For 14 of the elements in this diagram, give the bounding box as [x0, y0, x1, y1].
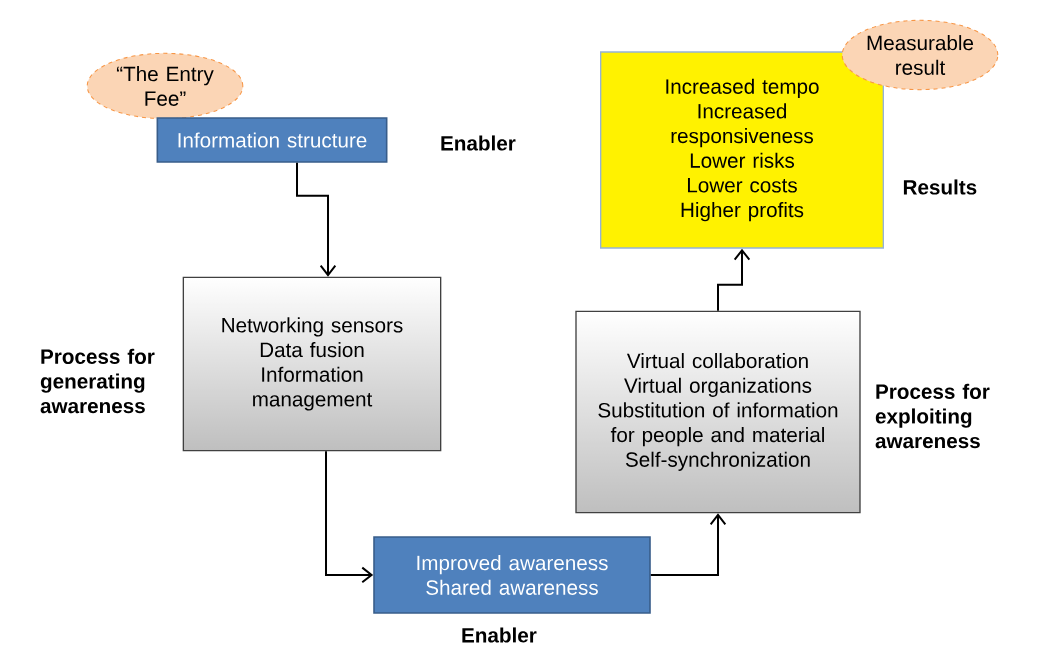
arrow [717, 248, 751, 312]
results-box: Increased tempo Increased responsiveness Lower risks Lower costs Higher profits [600, 51, 884, 249]
side-label: Process for exploiting awareness [875, 383, 990, 449]
side-label: Enabler [441, 135, 516, 151]
process-box: Virtual collaboration Virtual organizations Substitution of information for people and material Self-synchronization [575, 310, 861, 514]
enabler-box: Information structure [156, 117, 388, 163]
arrow [325, 450, 374, 584]
side-label: Enabler [462, 627, 537, 643]
arrow [296, 161, 337, 277]
process-box: Networking sensors Data fusion Information management [182, 276, 442, 452]
enabler-box: Improved awareness Shared awareness [373, 536, 651, 614]
arrow [649, 513, 727, 576]
side-label: Results [903, 179, 977, 195]
side-label: Process for generating awareness [40, 348, 155, 414]
